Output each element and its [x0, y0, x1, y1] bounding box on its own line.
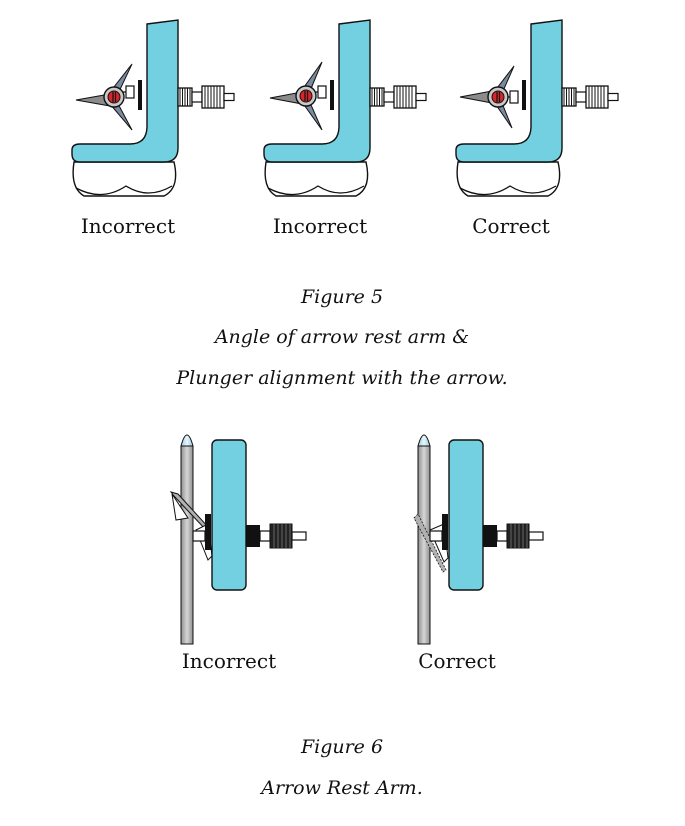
plunger-icon: [177, 85, 235, 109]
arrow-rest-icon: [75, 63, 135, 131]
fig5-panel-2: [263, 19, 427, 197]
arrow-rest-icon: [413, 513, 449, 573]
arrow-rest-icon: [269, 61, 327, 131]
fig6-panel-1: [169, 434, 307, 645]
fig5-caption-number: Figure 5: [300, 286, 383, 308]
mounting-plate: [330, 80, 334, 110]
mounting-plate: [138, 80, 142, 110]
fig5-label-1: Incorrect: [81, 214, 175, 238]
plunger-icon: [246, 523, 307, 549]
arrow-icon: [180, 434, 194, 645]
fig5-label-2: Incorrect: [273, 214, 367, 238]
fig5-panel-3: [455, 19, 619, 197]
plunger-icon: [561, 85, 619, 109]
arrow-rest-icon: [459, 65, 519, 129]
fig6-label-2: Correct: [418, 649, 496, 673]
plunger-icon: [483, 523, 544, 549]
fig5-label-3: Correct: [472, 214, 550, 238]
riser-icon: [263, 19, 371, 197]
riser-icon: [448, 439, 484, 591]
arrow-rest-icon: [169, 491, 213, 561]
fig6-caption-line1: Arrow Rest Arm.: [259, 777, 422, 799]
mounting-plate: [522, 80, 526, 110]
riser-icon: [211, 439, 247, 591]
plunger-icon: [369, 85, 427, 109]
riser-icon: [455, 19, 563, 197]
fig5-caption-line2: Plunger alignment with the arrow.: [175, 367, 507, 389]
fig6-panel-2: [413, 434, 544, 645]
fig6-label-1: Incorrect: [182, 649, 276, 673]
riser-icon: [71, 19, 179, 197]
fig5-panel-1: [71, 19, 235, 197]
fig6-caption-number: Figure 6: [300, 736, 383, 758]
fig5-caption-line1: Angle of arrow rest arm &: [213, 326, 469, 348]
